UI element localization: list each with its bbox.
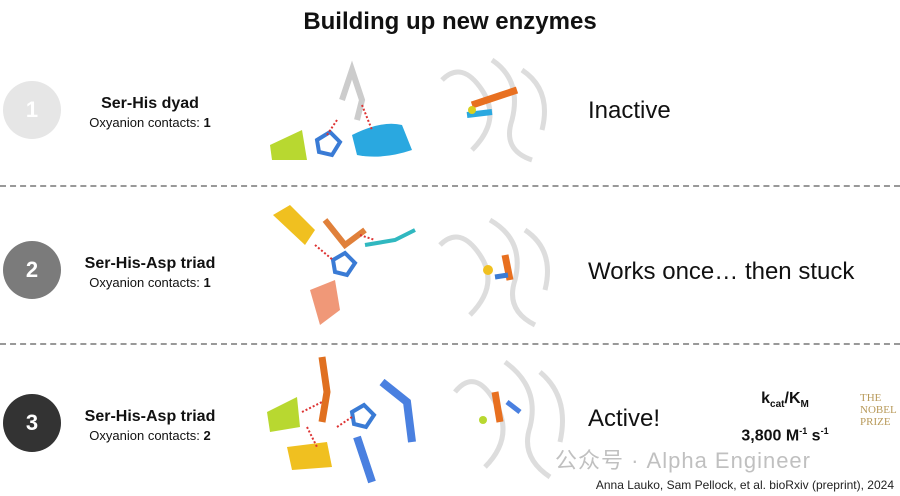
step-3-badge: 3 — [3, 394, 61, 452]
step-1-outcome: Inactive — [588, 97, 671, 124]
step-3-name: Ser-His-Asp triad — [84, 408, 216, 425]
step-3-label: Ser-His-Asp triad Oxyanion contacts: 2 — [70, 408, 230, 443]
step-3-outcome: Active! — [588, 405, 661, 432]
exponent: -1 — [799, 426, 808, 436]
step-1-name: Ser-His dyad — [101, 95, 199, 112]
step-2-outcome: Works once… then stuck — [588, 258, 855, 285]
contacts-label: Oxyanion contacts: — [89, 115, 204, 130]
step-2-contacts: Oxyanion contacts: 1 — [70, 275, 230, 290]
contacts-value: 1 — [203, 275, 211, 290]
step-3-active-site-structure — [267, 356, 416, 484]
watermark: 公众号 · Alpha Engineer — [555, 448, 811, 473]
kcat-km-value: 3,800 M-1 s-1 — [720, 422, 850, 445]
step-2-name: Ser-His-Asp triad — [84, 255, 216, 272]
divider — [0, 185, 900, 187]
contacts-value: 1 — [203, 115, 211, 130]
contacts-value: 2 — [203, 428, 211, 443]
step-1-label: Ser-His dyad Oxyanion contacts: 1 — [70, 95, 230, 130]
step-2-badge: 2 — [3, 241, 61, 299]
slash-k: /K — [784, 390, 801, 407]
seconds-unit: s — [807, 427, 821, 445]
step-3-protein-structure — [453, 359, 565, 480]
kcat-km-label: kcat/KM — [720, 390, 850, 414]
m-subscript: M — [800, 399, 809, 411]
step-1-active-site-structure — [270, 60, 412, 160]
kinetic-value: 3,800 M — [741, 427, 800, 445]
step-2-label: Ser-His-Asp triad Oxyanion contacts: 1 — [70, 255, 230, 290]
step-2-protein-structure — [438, 217, 550, 328]
cat-subscript: cat — [770, 399, 785, 411]
step-1-contacts: Oxyanion contacts: 1 — [70, 115, 230, 130]
contacts-label: Oxyanion contacts: — [89, 428, 204, 443]
step-2-active-site-structure — [273, 205, 416, 325]
citation: Anna Lauko, Sam Pellock, et al. bioRxiv … — [595, 478, 894, 492]
slide-title: Building up new enzymes — [303, 8, 597, 35]
divider — [0, 343, 900, 345]
contacts-label: Oxyanion contacts: — [89, 275, 204, 290]
step-1-protein-structure — [440, 57, 547, 163]
step-3-contacts: Oxyanion contacts: 2 — [70, 428, 230, 443]
exponent: -1 — [820, 426, 829, 436]
k-symbol: k — [761, 390, 771, 407]
step-1-badge: 1 — [3, 81, 61, 139]
